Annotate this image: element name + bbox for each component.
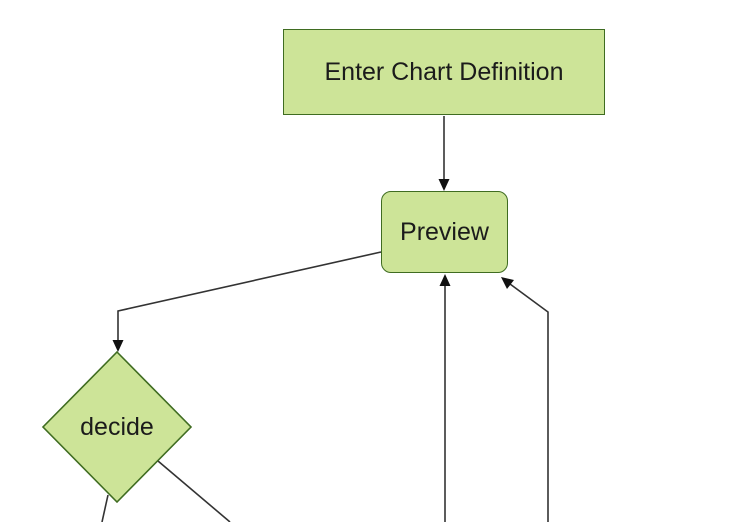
edge-decide-to-bottom-right [157,460,231,522]
node-preview-label: Preview [400,217,489,246]
edge-decide-to-bottom-left [101,494,109,522]
node-enter-chart-definition-label: Enter Chart Definition [324,57,564,86]
arrowhead-into-preview-bottom-center-icon [439,274,451,286]
arrowhead-into-preview-bottom-right-icon [501,277,514,289]
node-decide-shape[interactable] [41,350,193,504]
arrowhead-into-decide-top-icon [112,340,124,352]
arrowhead-into-preview-top-icon [438,179,450,191]
edge-preview-to-decide [117,251,382,341]
node-preview[interactable]: Preview [381,191,508,273]
node-enter-chart-definition[interactable]: Enter Chart Definition [283,29,605,115]
edge-bottom-right-to-preview [509,283,549,522]
